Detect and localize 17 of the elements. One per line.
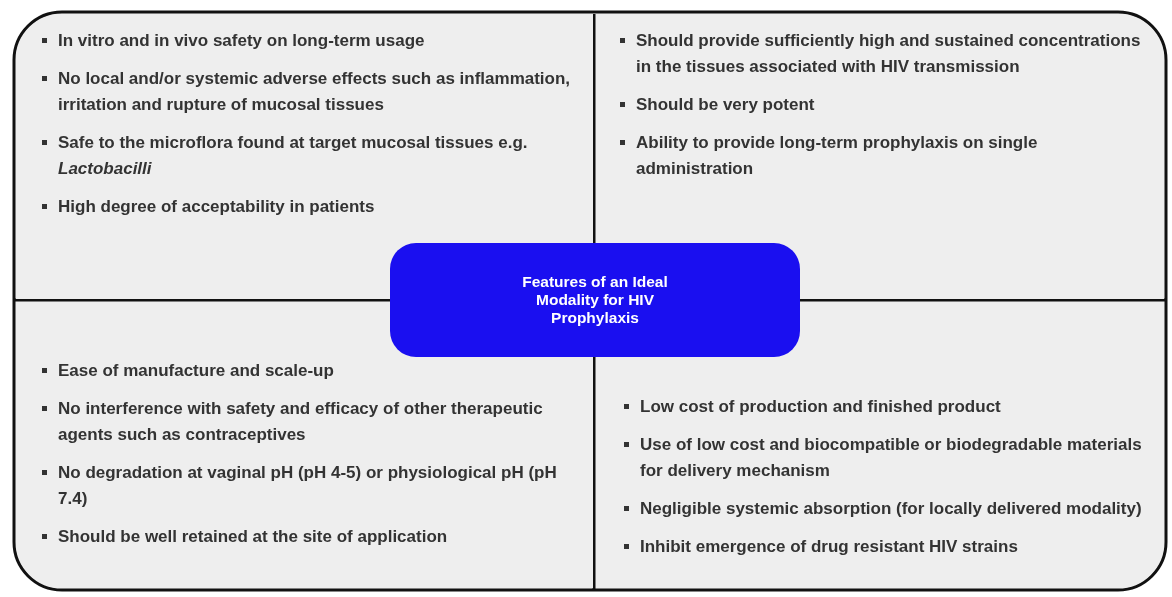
bullet-text: Negligible systemic absorption (for locally delivered modality)	[640, 499, 1142, 518]
bullet-text: No local and/or systemic adverse effects such as inflammation, irritation and rupture of mucosal tissues	[58, 69, 571, 114]
bullet-text: Ability to provide long-term prophylaxis on single administration	[636, 133, 1038, 178]
bullet-text: Ease of manufacture and scale-up	[58, 361, 334, 380]
title-text: Features of an Ideal Modality for HIV Prophylaxis	[521, 273, 669, 327]
title-box	[390, 243, 800, 357]
bullet-text: High degree of acceptability in patients	[58, 197, 375, 216]
bullet-text: Low cost of production and finished product	[640, 397, 1001, 416]
bullet-text: Use of low cost and biocompatible or biodegradable materials for delivery mechanism	[640, 435, 1142, 480]
bullet-text: Should be very potent	[636, 95, 815, 114]
bullet-text: No interference with safety and efficacy of other therapeutic agents such as contraceptives	[58, 399, 543, 444]
bullet-text: No degradation at vaginal pH (pH 4-5) or physiological pH (pH 7.4)	[58, 463, 557, 508]
bullet-text: Should provide sufficiently high and sustained concentrations in the tissues associated with HIV transmission	[636, 31, 1141, 76]
bullet-text: In vitro and in vivo safety on long-term usage	[58, 31, 425, 50]
bullet-text: Inhibit emergence of drug resistant HIV strains	[640, 537, 1018, 556]
bullet-text: Safe to the microflora found at target mucosal tissues e.g. Lactobacilli	[58, 133, 528, 178]
bullet-text: Should be well retained at the site of application	[58, 527, 448, 546]
